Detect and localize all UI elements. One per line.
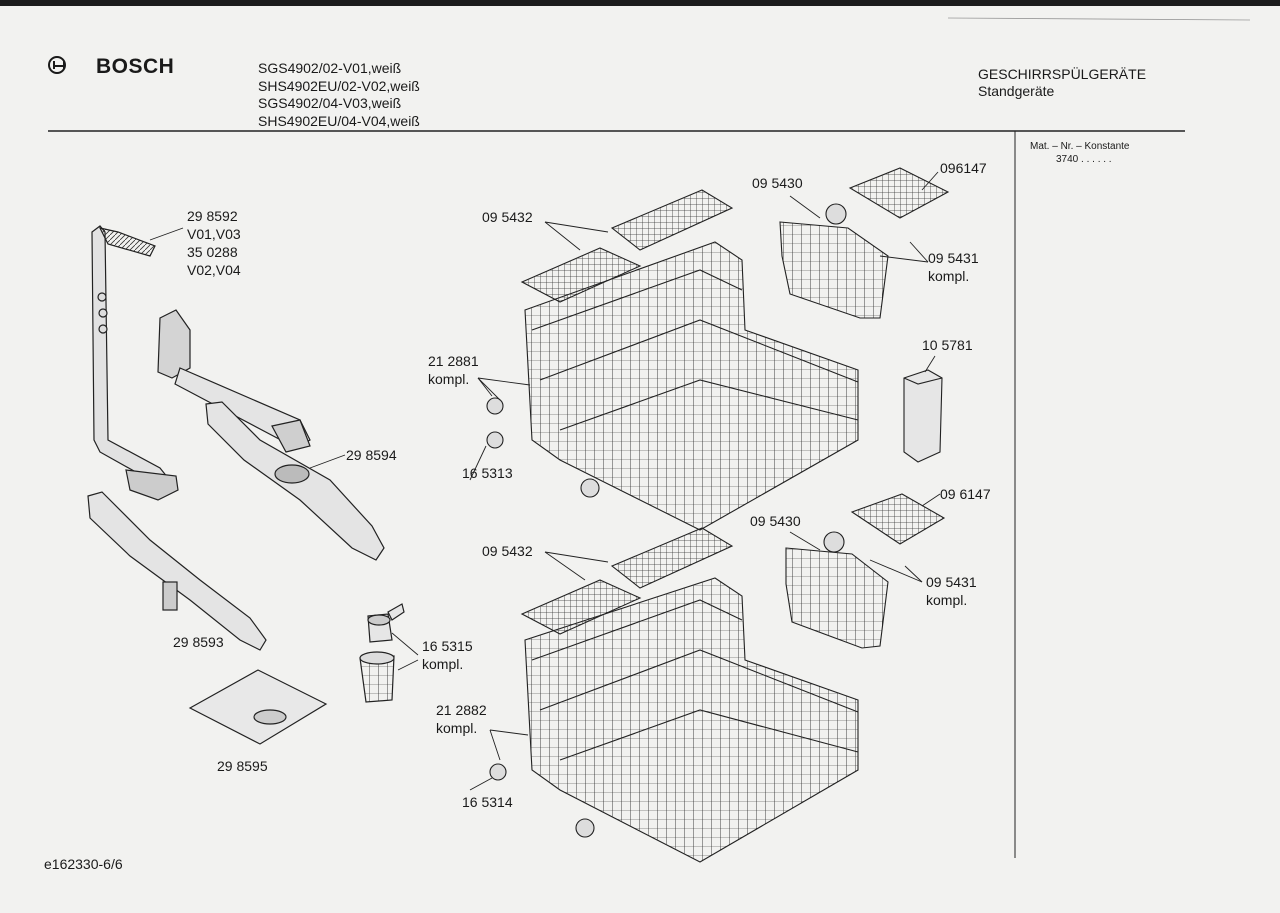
label-095431-top-kompl: kompl.	[928, 268, 970, 284]
model-line: SHS4902EU/02-V02,weiß	[258, 77, 420, 94]
label-298593: 29 8593	[173, 634, 224, 650]
lower-rack-drawing	[489, 527, 859, 863]
model-list: SGS4902/02-V01,weiß SHS4902EU/02-V02,wei…	[258, 60, 420, 130]
label-165315: 16 5315	[422, 638, 473, 654]
label-298594: 29 8594	[346, 447, 397, 463]
label-212882: 21 2882	[436, 702, 487, 718]
label-165313: 16 5313	[462, 465, 513, 481]
label-095431-top: 09 5431	[928, 250, 979, 266]
label-095431-bottom-kompl: kompl.	[926, 592, 968, 608]
lower-cutlery-basket-drawing	[785, 493, 946, 649]
label-165315-kompl: kompl.	[422, 656, 464, 672]
label-298595: 29 8595	[217, 758, 268, 774]
cutlery-insert-drawing	[903, 369, 943, 463]
upper-spray-arm-drawing	[157, 309, 385, 561]
label-096147-top: 096147	[940, 160, 987, 176]
label-212881-kompl: kompl.	[428, 371, 470, 387]
label-212882-kompl: kompl.	[436, 720, 478, 736]
bosch-logo-icon	[48, 56, 66, 74]
model-line: SGS4902/04-V03,weiß	[258, 95, 402, 111]
label-095430-bottom: 09 5430	[750, 513, 801, 529]
upper-cutlery-basket-drawing	[779, 167, 950, 319]
category-block: GESCHIRRSPÜLGERÄTE Standgeräte	[978, 66, 1146, 100]
label-095430-top: 09 5430	[752, 175, 803, 191]
category-subtitle: Standgeräte	[978, 83, 1055, 99]
mat-number-label: Mat. – Nr. – Konstante	[1030, 141, 1130, 152]
model-line: SGS4902/02-V01,weiß	[258, 60, 402, 76]
upper-rack-drawing	[486, 189, 859, 531]
label-350288-variants: V02,V04	[187, 262, 241, 278]
scan-top-edge	[0, 0, 1280, 6]
label-212881: 21 2881	[428, 353, 479, 369]
label-105781: 10 5781	[922, 337, 973, 353]
filter-drawing	[359, 603, 405, 703]
document-id: e162330-6/6	[44, 856, 123, 872]
leader-lines	[149, 171, 941, 791]
label-298592: 29 8592	[187, 208, 238, 224]
supply-tube-drawing	[91, 225, 179, 501]
label-095431-bottom: 09 5431	[926, 574, 977, 590]
label-298592-variants: V01,V03	[187, 226, 241, 242]
label-165314: 16 5314	[462, 794, 513, 810]
label-095432-bottom: 09 5432	[482, 543, 533, 559]
scan-faint-line	[947, 17, 1251, 21]
category-title: GESCHIRRSPÜLGERÄTE	[978, 66, 1147, 82]
plate-drawing	[188, 669, 328, 745]
brand-name: BOSCH	[96, 55, 175, 78]
mat-number-value: 3740 . . . . . .	[1056, 154, 1112, 165]
label-350288: 35 0288	[187, 244, 238, 260]
lower-spray-arm-drawing	[87, 491, 267, 651]
model-line: SHS4902EU/04-V04,weiß	[258, 112, 420, 129]
label-095432-top: 09 5432	[482, 209, 533, 225]
label-096147-bottom: 09 6147	[940, 486, 991, 502]
